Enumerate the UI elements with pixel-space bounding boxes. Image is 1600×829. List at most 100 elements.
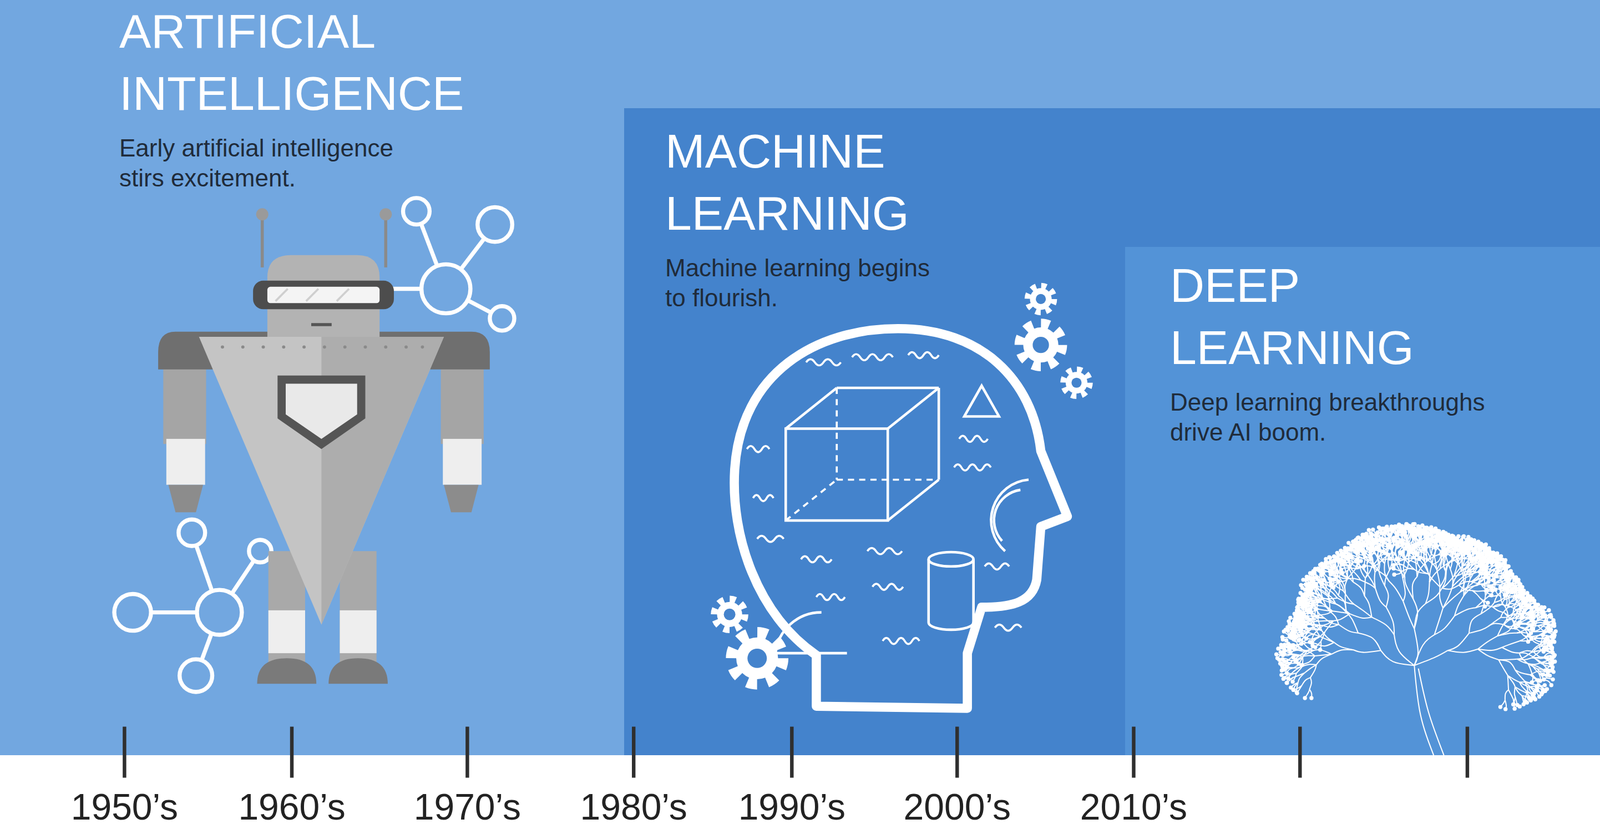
neural-branch bbox=[1325, 564, 1334, 571]
neural-branch bbox=[1545, 657, 1555, 662]
neural-branch bbox=[1304, 599, 1313, 605]
neural-branch bbox=[1473, 559, 1482, 567]
neural-branch bbox=[1504, 591, 1510, 600]
neural-branch bbox=[1515, 669, 1531, 675]
neural-node bbox=[1313, 645, 1318, 650]
neural-branch bbox=[1401, 539, 1410, 545]
neural-branch bbox=[1502, 580, 1507, 591]
neural-branch bbox=[1414, 634, 1435, 666]
neural-node bbox=[1288, 615, 1293, 620]
neural-branch bbox=[1448, 542, 1456, 548]
neural-node bbox=[1295, 597, 1300, 602]
neural-branch bbox=[1298, 672, 1305, 683]
neural-branch bbox=[1426, 529, 1431, 540]
neural-branch bbox=[1543, 616, 1552, 624]
neural-node bbox=[1280, 637, 1285, 642]
neural-branch bbox=[1545, 638, 1555, 642]
band-description: Machine learning begins to flourish. bbox=[665, 252, 943, 313]
neural-branch bbox=[1486, 560, 1493, 568]
neural-branch bbox=[1436, 557, 1442, 570]
neural-branch bbox=[1303, 597, 1313, 600]
neural-branch bbox=[1416, 533, 1426, 536]
robot-illustration-part-part bbox=[261, 345, 266, 349]
neural-branch bbox=[1416, 554, 1425, 562]
neural-branch bbox=[1297, 610, 1304, 616]
neural-branch bbox=[1476, 583, 1491, 586]
neural-branch bbox=[1299, 610, 1309, 612]
neural-branch bbox=[1524, 681, 1536, 686]
neural-branch bbox=[1300, 624, 1309, 629]
neural-branch bbox=[1495, 575, 1503, 585]
math-head-illustration-part bbox=[775, 385, 1029, 653]
neural-branch bbox=[1538, 684, 1547, 690]
neural-branch bbox=[1494, 590, 1503, 603]
neural-branch bbox=[1376, 542, 1384, 552]
neural-branch bbox=[1330, 576, 1339, 580]
neural-branch bbox=[1347, 560, 1353, 571]
neural-branch bbox=[1380, 549, 1385, 564]
neural-branch bbox=[1284, 660, 1293, 662]
neural-branch bbox=[1298, 605, 1308, 607]
neural-branch bbox=[1471, 544, 1473, 554]
neural-branch bbox=[1338, 578, 1348, 582]
neural-branch bbox=[1532, 690, 1536, 700]
neural-branch bbox=[1321, 579, 1333, 584]
neural-branch bbox=[1439, 534, 1444, 544]
neural-branch bbox=[1542, 644, 1551, 651]
neural-branch bbox=[1333, 560, 1336, 571]
neural-branch bbox=[1490, 553, 1495, 562]
neural-branch bbox=[1314, 581, 1322, 592]
neural-node bbox=[1298, 583, 1303, 587]
neural-branch bbox=[1487, 567, 1500, 574]
neural-branch bbox=[1317, 569, 1325, 575]
neural-branch bbox=[1477, 565, 1483, 572]
neural-branch bbox=[1501, 581, 1510, 585]
neural-branch bbox=[1292, 672, 1297, 682]
neural-branch bbox=[1418, 668, 1445, 756]
neural-branch bbox=[1487, 568, 1497, 577]
neural-branch bbox=[1350, 559, 1357, 567]
neural-node bbox=[1295, 607, 1300, 612]
neural-branch bbox=[1396, 544, 1402, 549]
neural-branch bbox=[1303, 613, 1309, 619]
neural-branch bbox=[1531, 644, 1541, 653]
neural-branch bbox=[1301, 636, 1305, 644]
neural-branch bbox=[1516, 608, 1526, 610]
neural-branch bbox=[1299, 623, 1310, 625]
neural-branch bbox=[1303, 655, 1315, 665]
neural-branch bbox=[1331, 581, 1339, 588]
neural-branch bbox=[1533, 611, 1543, 612]
neural-branch bbox=[1458, 547, 1466, 551]
neural-branch bbox=[1441, 542, 1446, 554]
neural-branch bbox=[1425, 547, 1427, 562]
neural-branch bbox=[1359, 548, 1365, 555]
neural-branch bbox=[1307, 586, 1316, 589]
neural-branch bbox=[1319, 610, 1333, 615]
math-head-illustration-part-part bbox=[785, 387, 837, 429]
neural-node bbox=[1336, 579, 1341, 584]
neural-branch bbox=[1470, 554, 1478, 559]
neural-branch bbox=[1506, 588, 1513, 596]
molecule-icon-part bbox=[178, 519, 206, 546]
neural-node bbox=[1349, 555, 1354, 560]
neural-node bbox=[1287, 634, 1292, 639]
neural-branch bbox=[1527, 692, 1535, 698]
neural-branch bbox=[1287, 673, 1291, 683]
neural-branch bbox=[1384, 532, 1392, 538]
neural-node bbox=[1279, 645, 1284, 650]
neural-branch bbox=[1426, 538, 1428, 551]
neural-branch bbox=[1542, 664, 1552, 672]
neural-node bbox=[1292, 620, 1296, 625]
neural-branch bbox=[1431, 553, 1442, 565]
neural-branch bbox=[1383, 539, 1387, 547]
neural-branch bbox=[1498, 563, 1500, 574]
neural-branch bbox=[1312, 609, 1316, 617]
neural-branch bbox=[1487, 562, 1494, 574]
neural-branch bbox=[1480, 545, 1482, 556]
neural-branch bbox=[1475, 555, 1481, 566]
neural-branch bbox=[1279, 658, 1289, 660]
gear-icon bbox=[1019, 323, 1062, 367]
neural-branch bbox=[1442, 591, 1461, 609]
neural-node bbox=[1300, 632, 1305, 637]
neural-branch bbox=[1408, 530, 1411, 540]
